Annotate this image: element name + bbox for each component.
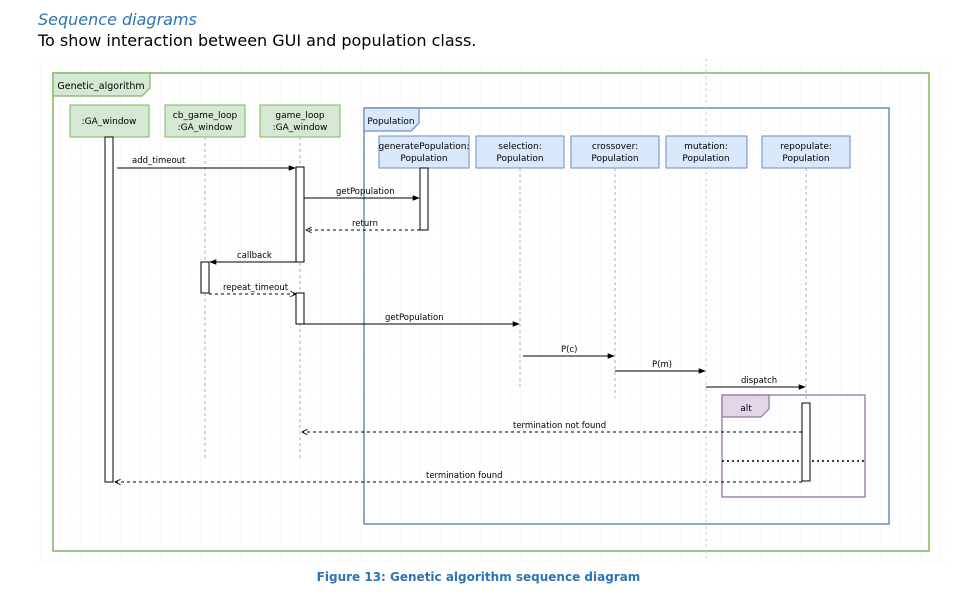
participant-ga-window: :GA_window [69,104,150,138]
participant-generate-population-line1: generatePopulation: [378,142,469,152]
frame-population: Population [363,107,890,525]
participant-mutation-line2: Population [682,154,729,164]
participant-crossover-line2: Population [591,154,638,164]
participant-cb-game-loop-line2: :GA_window [178,123,233,133]
label-termination-not-found: termination not found [513,421,606,431]
participant-cb-game-loop: cb_game_loop :GA_window [164,104,246,138]
figure-caption: Figure 13: Genetic algorithm sequence di… [316,570,641,584]
participant-selection-line1: selection: [498,142,541,152]
participant-repopulate: repopulate: Population [761,135,851,169]
alt-fragment: alt [721,394,866,498]
frame-label-population: Population [367,117,414,127]
participant-repopulate-line1: repopulate: [780,142,832,152]
participant-repopulate-line2: Population [782,154,829,164]
frame-label-genetic-algorithm: Genetic_algorithm [57,81,144,92]
activation-generate-population [419,167,429,231]
participant-game-loop: game_loop :GA_window [259,104,341,138]
participant-generate-population-line2: Population [400,154,447,164]
participant-cb-game-loop-line1: cb_game_loop [173,111,238,121]
frame-genetic-algorithm: Genetic_algorithm [52,72,930,552]
section-heading: Sequence diagrams [38,10,197,29]
alt-label: alt [740,404,752,414]
participant-mutation-line1: mutation: [684,142,728,152]
activation-cb-game-loop [200,261,210,294]
label-callback: callback [237,251,272,261]
label-p-c: P(c) [561,345,577,355]
activation-game-loop-2 [295,292,305,325]
participant-ga-window-label: :GA_window [82,117,137,127]
participant-crossover: crossover: Population [570,135,660,169]
label-p-m: P(m) [652,360,672,370]
activations [104,136,811,483]
label-get-population-1: getPopulation [336,187,395,197]
participant-game-loop-line2: :GA_window [273,123,328,133]
participant-generate-population: generatePopulation: Population [378,135,470,169]
participant-mutation: mutation: Population [665,135,748,169]
label-termination-found: termination found [426,471,503,481]
participant-selection: selection: Population [475,135,565,169]
activation-ga-window [104,136,114,483]
activation-repopulate [801,402,811,482]
label-get-population-2: getPopulation [385,313,444,323]
participant-selection-line2: Population [496,154,543,164]
participant-crossover-line1: crossover: [592,142,638,152]
participant-game-loop-line1: game_loop [275,111,325,121]
label-return: return [352,219,378,229]
activation-game-loop-1 [295,166,305,263]
section-description: To show interaction between GUI and popu… [38,31,477,50]
label-add-timeout: add_timeout [132,156,186,166]
label-dispatch: dispatch [741,376,777,386]
label-repeat-timeout: repeat_timeout [223,283,289,293]
